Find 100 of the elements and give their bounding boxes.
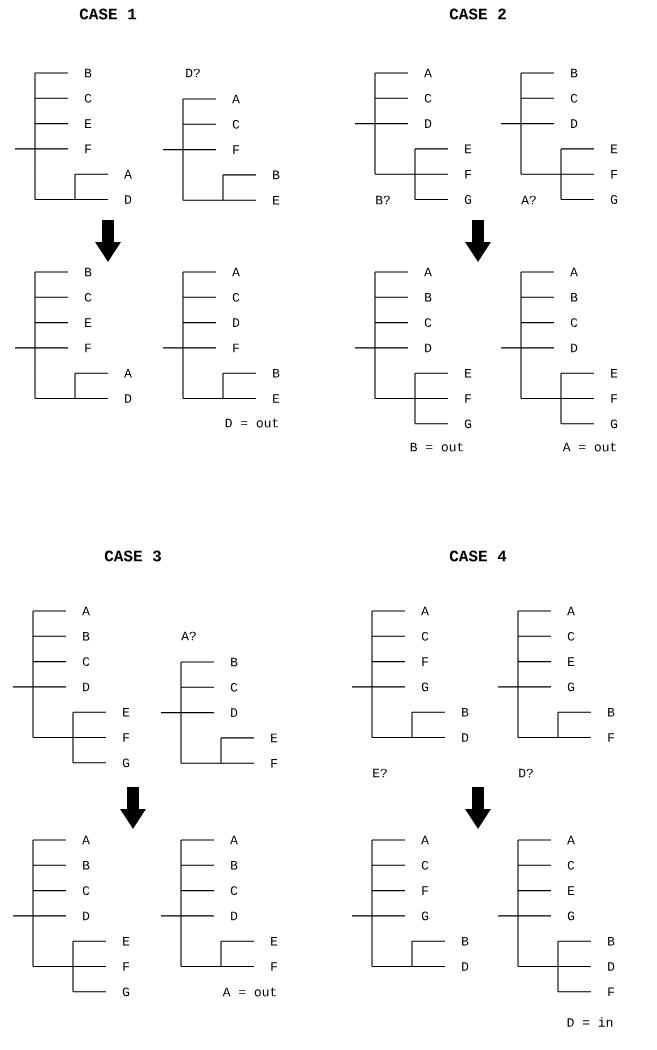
leaf-label: G: [421, 911, 429, 921]
note-label: D?: [186, 68, 200, 78]
leaf-label: D: [83, 911, 90, 921]
leaf-label: E: [123, 707, 130, 717]
leaf-label: F: [233, 343, 239, 353]
leaf-label: C: [424, 318, 432, 327]
leaf-label: B: [83, 632, 90, 641]
leaf-label: C: [230, 682, 238, 692]
leaf-label: E: [273, 195, 280, 205]
leaf-label: B: [83, 861, 90, 870]
leaf-label: C: [421, 631, 429, 641]
leaf-label: A: [230, 835, 238, 845]
leaf-label: D: [231, 708, 238, 717]
leaf-label: A: [124, 368, 132, 378]
leaf-label: D: [233, 318, 240, 327]
leaf-label: E: [568, 657, 575, 666]
note-label: B?: [376, 195, 390, 205]
leaf-label: B: [85, 68, 92, 78]
leaf-label: E: [273, 394, 280, 403]
leaf-label: E: [85, 119, 92, 128]
leaf-label: D: [425, 343, 432, 353]
leaf-label: E: [271, 733, 278, 743]
note-label: D = out: [225, 418, 278, 428]
leaf-label: F: [608, 733, 614, 742]
leaf-label: E: [611, 368, 618, 378]
leaf-label: F: [85, 144, 91, 154]
leaf-label: E: [568, 886, 575, 895]
leaf-label: B: [231, 861, 238, 870]
leaf-label: G: [464, 195, 472, 204]
leaf-label: G: [567, 911, 575, 921]
leaf-label: A: [421, 835, 429, 845]
leaf-label: B: [571, 293, 578, 302]
leaf-label: C: [82, 886, 90, 895]
note-label: A?: [181, 631, 196, 641]
leaf-label: A: [567, 606, 575, 616]
leaf-label: A: [567, 835, 575, 845]
leaf-label: G: [610, 195, 618, 204]
leaf-label: D: [125, 195, 132, 204]
leaf-label: B: [462, 936, 469, 946]
leaf-label: D: [425, 119, 432, 128]
note-label: D = in: [567, 1017, 613, 1027]
note-label: B = out: [410, 442, 463, 452]
leaf-label: E: [123, 936, 130, 946]
leaf-label: F: [465, 169, 471, 179]
leaf-label: F: [611, 169, 617, 179]
leaf-label: F: [422, 886, 428, 895]
note-label: D?: [519, 768, 533, 778]
leaf-label: E: [85, 318, 92, 327]
leaf-label: A: [421, 606, 429, 616]
leaf-label: C: [84, 93, 92, 103]
case-title: CASE 4: [449, 550, 507, 562]
case-title: CASE 3: [104, 550, 161, 562]
leaf-label: E: [465, 368, 472, 378]
leaf-label: C: [230, 886, 238, 895]
leaf-label: C: [84, 292, 92, 302]
leaf-label: D: [462, 733, 469, 742]
leaf-label: A: [82, 606, 90, 616]
case-title: CASE 1: [79, 8, 137, 20]
leaf-label: B: [462, 707, 469, 717]
leaf-label: A: [570, 267, 578, 277]
leaf-label: F: [608, 987, 614, 997]
leaf-label: B: [608, 707, 615, 717]
leaf-label: D: [571, 119, 578, 128]
leaf-label: F: [611, 394, 617, 403]
leaf-label: A: [124, 169, 132, 179]
leaf-label: B: [273, 368, 280, 378]
leaf-label: A: [232, 267, 240, 277]
leaf-label: G: [421, 682, 429, 692]
leaf-label: D: [608, 962, 615, 971]
leaf-label: D: [462, 962, 469, 971]
leaf-label: E: [611, 144, 618, 154]
leaf-label: B: [571, 68, 578, 78]
leaf-label: F: [465, 394, 471, 403]
leaf-label: F: [271, 758, 277, 768]
leaf-label: B: [425, 293, 432, 302]
leaf-label: D: [571, 343, 578, 353]
leaf-label: C: [232, 292, 240, 302]
leaf-label: F: [123, 962, 129, 971]
leaf-label: G: [122, 987, 130, 997]
leaf-label: C: [232, 119, 240, 129]
leaf-label: E: [271, 936, 278, 946]
leaf-label: B: [85, 267, 92, 277]
leaf-label: B: [273, 170, 280, 180]
leaf-label: A: [424, 267, 432, 277]
leaf-label: G: [610, 419, 618, 429]
leaf-label: D: [231, 911, 238, 921]
leaf-label: G: [122, 758, 130, 768]
note-label: A?: [521, 195, 536, 205]
leaf-label: A: [82, 835, 90, 845]
leaf-label: F: [123, 733, 129, 742]
leaf-label: C: [82, 657, 90, 666]
leaf-label: F: [271, 962, 277, 971]
leaf-label: G: [567, 682, 575, 692]
note-label: A = out: [562, 442, 616, 452]
leaf-label: B: [231, 657, 238, 667]
leaf-label: C: [424, 93, 432, 103]
leaf-label: C: [421, 860, 429, 870]
leaf-label: F: [233, 145, 239, 154]
case-title: CASE 2: [449, 8, 506, 20]
leaf-label: C: [567, 860, 575, 870]
